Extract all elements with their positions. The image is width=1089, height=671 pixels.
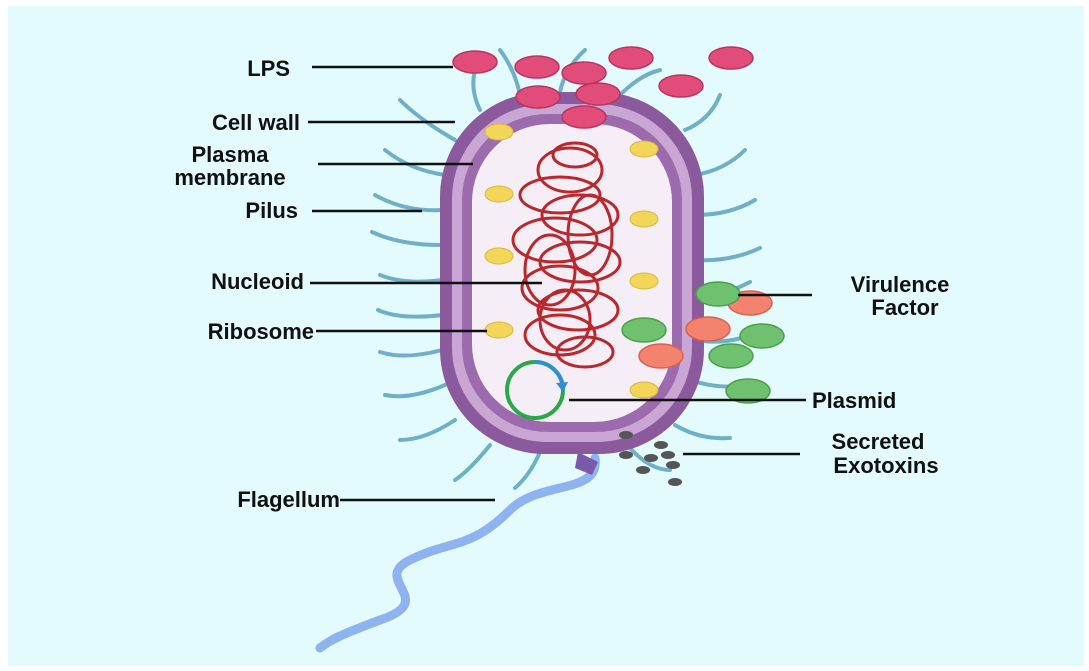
pilus-label: Pilus xyxy=(150,199,298,223)
lps-molecule xyxy=(576,83,620,105)
exotoxin xyxy=(619,431,633,439)
exotoxin xyxy=(636,466,650,474)
lps-molecule xyxy=(562,62,606,84)
exotoxins-label-line1: Secreted xyxy=(778,430,978,454)
exotoxin xyxy=(644,454,658,462)
lps-molecule xyxy=(516,86,560,108)
lps-molecule xyxy=(609,47,653,69)
ribosome xyxy=(485,248,513,264)
pilus xyxy=(473,70,480,110)
virulence-factor xyxy=(709,344,753,368)
virulence-factor-label-line1: Virulence xyxy=(800,273,1000,297)
exotoxin xyxy=(666,461,680,469)
ribosome-label: Ribosome xyxy=(100,320,314,344)
pilus xyxy=(380,275,442,282)
virulence-factor-label-line2: Factor xyxy=(805,296,1005,320)
pilus xyxy=(685,95,720,130)
pilus xyxy=(378,310,442,317)
pilus xyxy=(385,385,445,396)
pilus xyxy=(380,350,442,356)
virulence-factor xyxy=(686,317,730,341)
plasma-membrane-label-line2: membrane xyxy=(140,166,320,190)
ribosome xyxy=(485,124,513,140)
flagellum-label: Flagellum xyxy=(130,488,340,512)
pilus xyxy=(375,195,442,210)
ribosome xyxy=(630,141,658,157)
pilus xyxy=(515,452,540,488)
lps-label: LPS xyxy=(190,57,290,81)
exotoxin xyxy=(619,451,633,459)
pilus xyxy=(400,100,455,140)
cell-wall-label: Cell wall xyxy=(120,111,300,135)
virulence-factor xyxy=(740,324,784,348)
lps-molecule xyxy=(709,47,753,69)
ribosome xyxy=(485,186,513,202)
pilus xyxy=(620,70,660,95)
pilus xyxy=(400,420,455,440)
ribosome xyxy=(485,322,513,338)
pilus xyxy=(675,425,730,438)
lps-molecule xyxy=(453,51,497,73)
exotoxin xyxy=(654,441,668,449)
ribosome xyxy=(630,273,658,289)
virulence-factor xyxy=(696,282,740,306)
pilus xyxy=(372,232,442,245)
plasmid-label: Plasmid xyxy=(812,389,972,413)
flagellum xyxy=(320,458,595,648)
lps-molecule xyxy=(515,56,559,78)
pilus xyxy=(385,150,445,175)
virulence-factor xyxy=(639,344,683,368)
exotoxin xyxy=(661,451,675,459)
ribosome xyxy=(630,211,658,227)
exotoxin xyxy=(668,478,682,486)
lps-molecule xyxy=(562,106,606,128)
pilus xyxy=(695,150,745,175)
ribosome xyxy=(630,382,658,398)
pilus xyxy=(695,248,760,260)
plasma-membrane-label-line1: Plasma xyxy=(140,143,320,167)
virulence-factor xyxy=(622,318,666,342)
lps-molecule xyxy=(659,75,703,97)
pilus xyxy=(455,445,490,480)
exotoxins-label-line2: Exotoxins xyxy=(786,454,986,478)
nucleoid-label: Nucleoid xyxy=(110,270,304,294)
